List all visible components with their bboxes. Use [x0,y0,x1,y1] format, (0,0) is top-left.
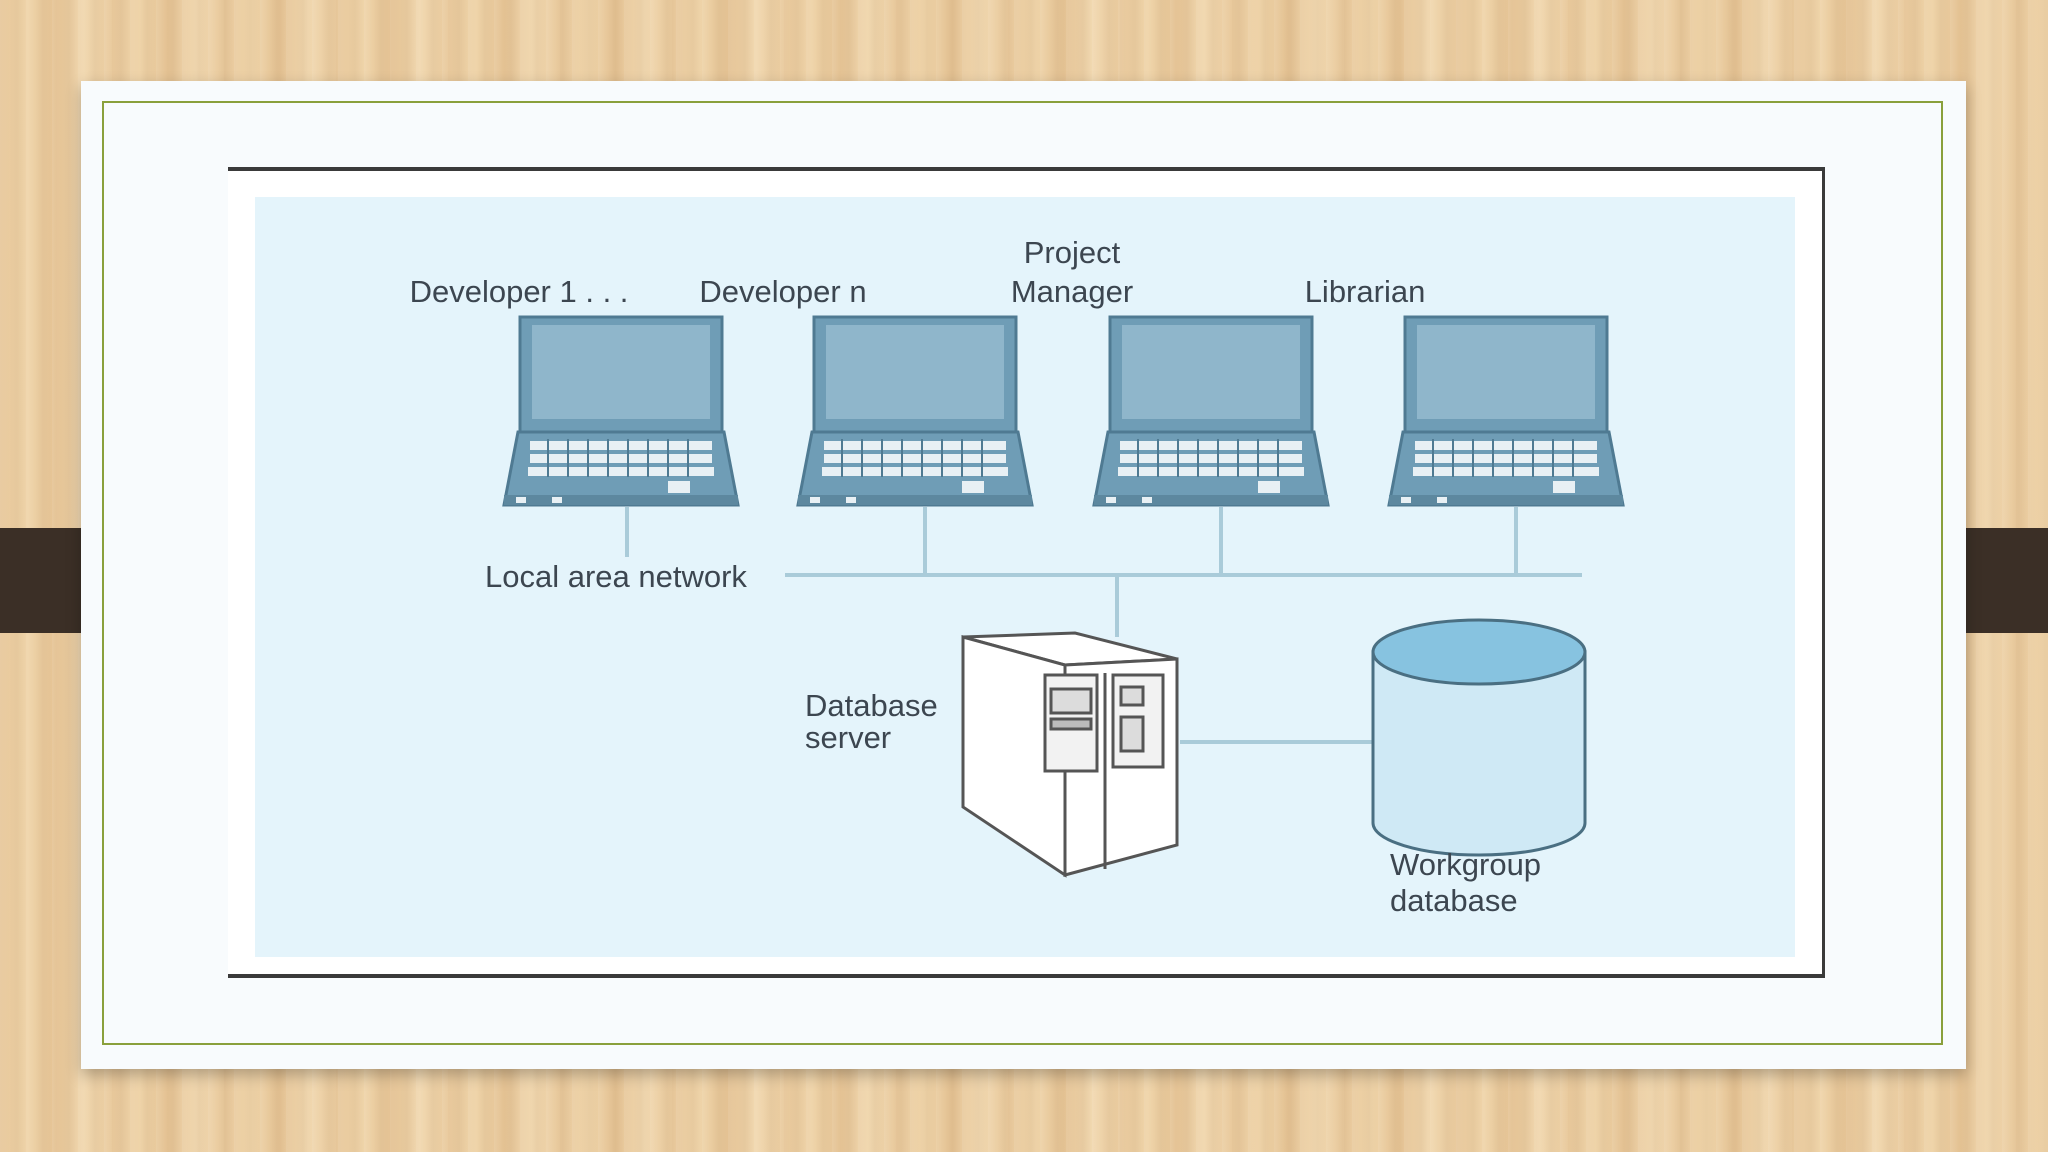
slide-inner-border [102,101,1943,1045]
database-server-icon [961,631,1179,878]
database-label-workgroup: Workgroup [1390,847,1541,882]
database-cylinder-icon [1371,618,1587,857]
laptop-icon-developer-n [796,315,1034,507]
workstation-label-project: Project [1024,235,1121,270]
network-diagram-svg: Developer 1 . . . Developer n Project Ma… [255,197,1795,957]
laptop-icon-librarian [1387,315,1625,507]
network-diagram: Developer 1 . . . Developer n Project Ma… [255,197,1795,957]
workstation-label-manager: Manager [1011,274,1133,309]
server-label-server: server [805,720,891,755]
lan-connectors [625,507,1582,744]
laptop-icon-developer-1 [502,315,740,507]
database-label-database: database [1390,883,1518,918]
workstation-label-developer-1: Developer 1 . . . [410,274,629,309]
lan-label: Local area network [485,559,747,594]
workstation-label-developer-n: Developer n [699,274,866,309]
laptop-icon-project-manager [1092,315,1330,507]
server-label-database: Database [805,688,938,723]
workstation-label-librarian: Librarian [1305,274,1426,309]
